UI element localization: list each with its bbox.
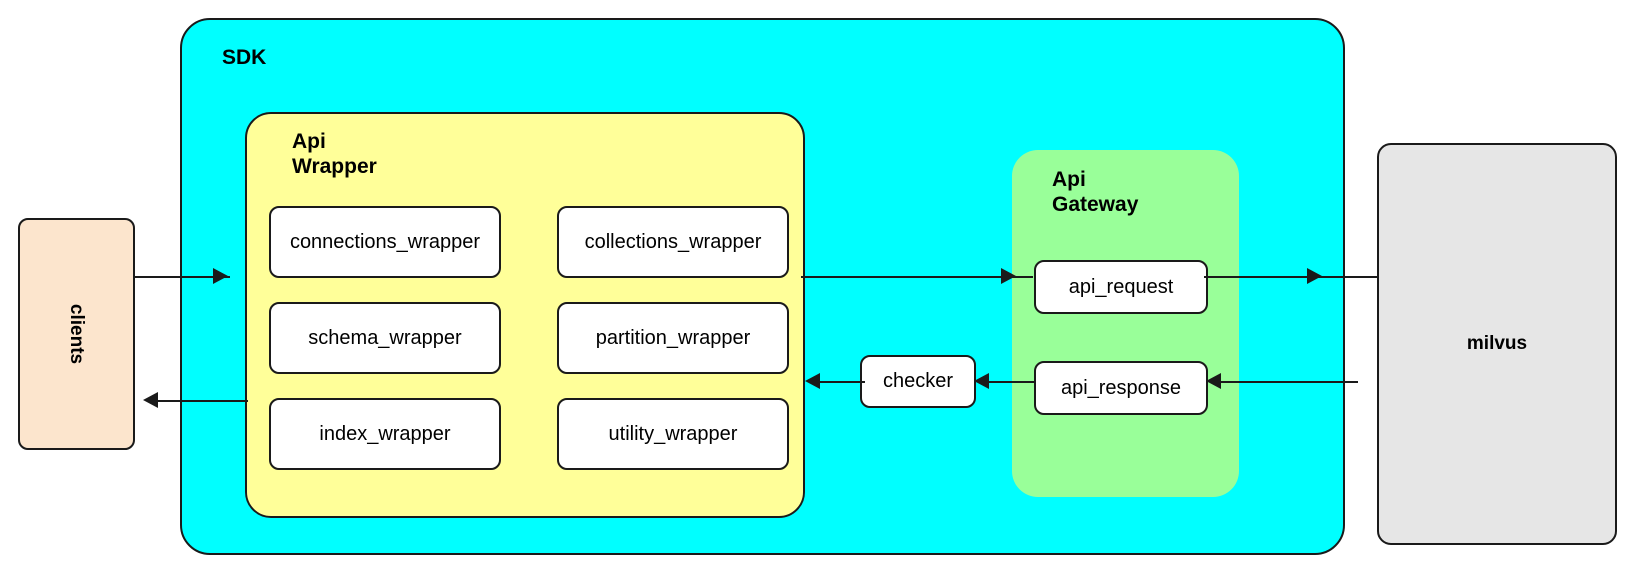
connector-api-wrapper-to-api-request-arrowhead-icon	[1001, 268, 1016, 284]
node-index-wrapper[interactable]: index_wrapper	[269, 398, 501, 470]
connector-api-response-to-checker-arrowhead-icon	[974, 373, 989, 389]
node-utility-wrapper[interactable]: utility_wrapper	[557, 398, 789, 470]
group-api-wrapper[interactable]: Api Wrapper connections_wrapper collecti…	[245, 112, 805, 518]
node-connections-wrapper[interactable]: connections_wrapper	[269, 206, 501, 278]
group-sdk-label: SDK	[222, 46, 267, 69]
node-partition-wrapper[interactable]: partition_wrapper	[557, 302, 789, 374]
connector-api-wrapper-to-clients-line	[148, 400, 248, 402]
group-api-gateway-label: Api Gateway	[1052, 168, 1139, 216]
connector-clients-to-api-wrapper-arrowhead-icon	[213, 268, 228, 284]
node-collections-wrapper[interactable]: collections_wrapper	[557, 206, 789, 278]
connector-api-wrapper-to-api-request-line	[801, 276, 1033, 278]
connector-api-response-to-checker-line	[978, 381, 1036, 383]
node-milvus[interactable]: milvus	[1377, 143, 1617, 545]
group-api-gateway[interactable]: Api Gateway api_request api_response	[1012, 150, 1239, 497]
node-clients[interactable]: clients	[18, 218, 135, 450]
node-clients-label: clients	[66, 303, 88, 365]
node-api-response[interactable]: api_response	[1034, 361, 1208, 415]
connector-api-request-to-milvus-line	[1204, 276, 1379, 278]
connector-api-wrapper-to-clients-arrowhead-icon	[143, 392, 158, 408]
connector-milvus-to-api-response-line	[1218, 381, 1358, 383]
group-sdk[interactable]: SDK Api Wrapper connections_wrapper coll…	[180, 18, 1345, 555]
connector-checker-to-api-wrapper-arrowhead-icon	[805, 373, 820, 389]
node-checker[interactable]: checker	[860, 355, 976, 408]
node-schema-wrapper[interactable]: schema_wrapper	[269, 302, 501, 374]
node-api-request[interactable]: api_request	[1034, 260, 1208, 314]
connector-checker-to-api-wrapper-line	[815, 381, 865, 383]
connector-clients-to-api-wrapper-line	[135, 276, 230, 278]
group-api-wrapper-label: Api Wrapper	[292, 130, 377, 178]
connector-milvus-to-api-response-arrowhead-icon	[1206, 373, 1221, 389]
connector-api-request-to-milvus-arrowhead-icon	[1307, 268, 1322, 284]
